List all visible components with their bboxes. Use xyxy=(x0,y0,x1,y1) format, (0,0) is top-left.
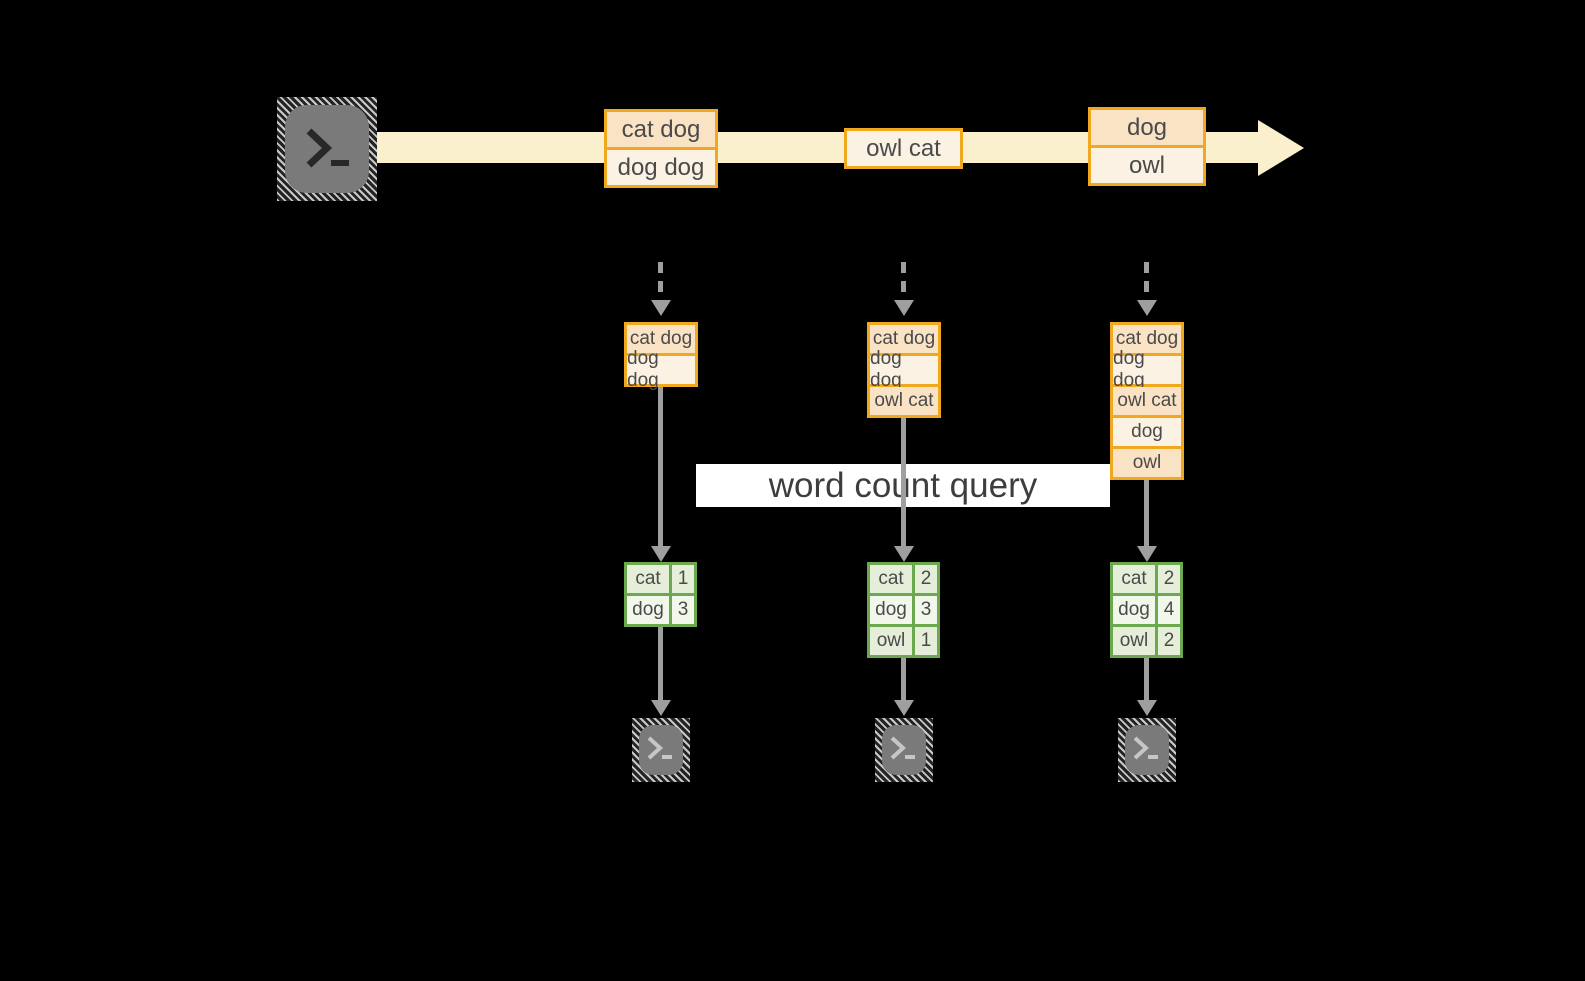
terminal-prompt-icon xyxy=(306,128,349,168)
word-cell: cat xyxy=(1113,565,1155,593)
connector-line xyxy=(658,627,663,700)
stream-event-box: dog owl xyxy=(1088,107,1206,186)
connector-line xyxy=(658,387,663,546)
buffer-row: owl cat xyxy=(870,387,938,415)
connector-line xyxy=(901,658,906,700)
terminal-prompt-icon xyxy=(890,736,915,760)
word-count-table: cat 2 dog 3 owl 1 xyxy=(867,562,940,658)
word-cell: dog xyxy=(1113,596,1155,624)
buffer-row: cat dog xyxy=(1113,325,1181,353)
connector-arrowhead-icon xyxy=(1137,700,1157,716)
buffer-row: owl xyxy=(1113,449,1181,477)
stream-event-line: dog dog xyxy=(607,150,715,185)
terminal-screen xyxy=(639,725,683,775)
ingest-arrowhead-icon xyxy=(651,300,671,316)
word-cell: dog xyxy=(627,596,669,624)
buffer-stack: cat dog dog dog owl cat xyxy=(867,322,941,418)
terminal-screen xyxy=(882,725,926,775)
word-cell: cat xyxy=(627,565,669,593)
ingest-arrow xyxy=(901,262,906,298)
sink-terminal-icon xyxy=(632,718,690,782)
count-cell: 1 xyxy=(915,627,937,655)
buffer-row: cat dog xyxy=(627,325,695,353)
buffer-row: owl cat xyxy=(1113,387,1181,415)
sink-terminal-icon xyxy=(875,718,933,782)
count-cell: 1 xyxy=(672,565,694,593)
sink-terminal-icon xyxy=(1118,718,1176,782)
terminal-prompt-icon xyxy=(647,736,672,760)
ingest-arrow xyxy=(658,262,663,298)
terminal-prompt-icon xyxy=(1133,736,1158,760)
connector-arrowhead-icon xyxy=(894,546,914,562)
connector-arrowhead-icon xyxy=(1137,546,1157,562)
buffer-row: dog dog xyxy=(1113,348,1181,391)
connector-line xyxy=(1144,658,1149,700)
terminal-screen xyxy=(1125,725,1169,775)
stream-event-line: owl cat xyxy=(847,131,960,166)
word-count-table: cat 1 dog 3 xyxy=(624,562,697,627)
count-cell: 2 xyxy=(1158,627,1180,655)
connector-arrowhead-icon xyxy=(651,700,671,716)
stream-event-line: dog xyxy=(1091,110,1203,145)
ingest-arrowhead-icon xyxy=(1137,300,1157,316)
stream-event-line: cat dog xyxy=(607,112,715,147)
stream-arrowhead-icon xyxy=(1258,120,1304,176)
buffer-stack: cat dog dog dog owl cat dog owl xyxy=(1110,322,1184,480)
count-cell: 3 xyxy=(915,596,937,624)
count-cell: 2 xyxy=(915,565,937,593)
stream-event-box: owl cat xyxy=(844,128,963,169)
stream-event-line: owl xyxy=(1091,148,1203,183)
word-cell: cat xyxy=(870,565,912,593)
connector-line xyxy=(901,418,906,546)
connector-arrowhead-icon xyxy=(651,546,671,562)
buffer-row: dog dog xyxy=(627,348,695,391)
ingest-arrow xyxy=(1144,262,1149,298)
source-terminal-icon xyxy=(277,97,377,201)
connector-line xyxy=(1144,480,1149,546)
stream-event-box: cat dog dog dog xyxy=(604,109,718,188)
word-cell: owl xyxy=(1113,627,1155,655)
buffer-row: cat dog xyxy=(870,325,938,353)
buffer-row: dog xyxy=(1113,418,1181,446)
count-cell: 3 xyxy=(672,596,694,624)
ingest-arrowhead-icon xyxy=(894,300,914,316)
count-cell: 4 xyxy=(1158,596,1180,624)
connector-arrowhead-icon xyxy=(894,700,914,716)
word-cell: owl xyxy=(870,627,912,655)
terminal-screen xyxy=(285,105,369,193)
buffer-stack: cat dog dog dog xyxy=(624,322,698,391)
count-cell: 2 xyxy=(1158,565,1180,593)
buffer-row: dog dog xyxy=(870,348,938,391)
word-count-table: cat 2 dog 4 owl 2 xyxy=(1110,562,1183,658)
word-cell: dog xyxy=(870,596,912,624)
